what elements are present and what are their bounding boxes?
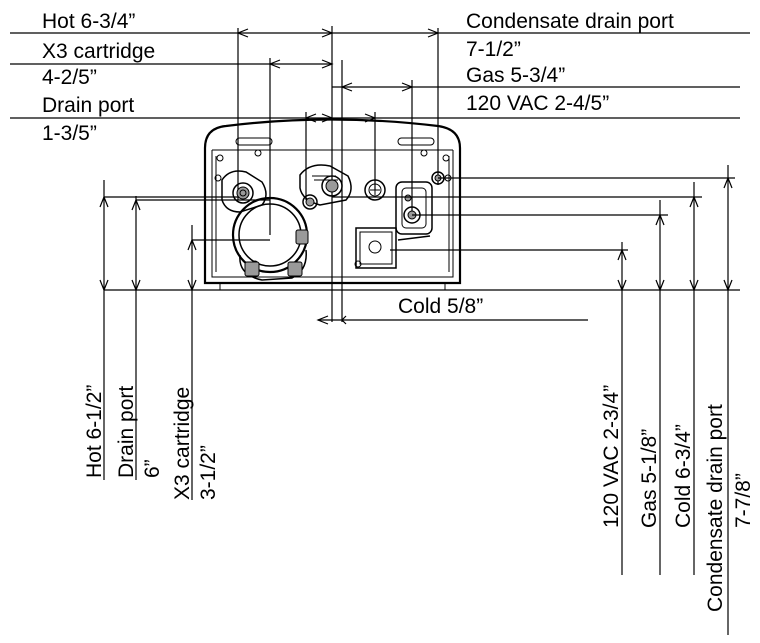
- cold-bottom-label: Cold 6-3/4”: [672, 424, 695, 528]
- condensate-top-value: 7-1/2”: [466, 38, 521, 61]
- vac-top-label: 120 VAC 2-4/5”: [466, 92, 609, 115]
- left-dimension-lines: [99, 180, 270, 500]
- hot-bottom-label: Hot 6-1/2”: [83, 385, 106, 478]
- vac-bottom-label: 120 VAC 2-3/4”: [600, 385, 623, 528]
- drain-port-top-label: Drain port: [42, 94, 134, 117]
- gas-and-cold-inlet: [299, 164, 352, 210]
- vac-port: [364, 179, 386, 201]
- condensate-top-label: Condensate drain port: [466, 10, 674, 33]
- left-rotated-labels: Hot 6-1/2” Drain port 6” X3 cartridge 3-…: [83, 385, 220, 500]
- drain-port-top-value: 1-3/5”: [42, 122, 97, 145]
- condensate-bottom-label: Condensate drain port: [704, 404, 727, 612]
- x3-cartridge-top-label: X3 cartridge: [42, 40, 155, 63]
- top-right-labels: Condensate drain port 7-1/2” Gas 5-3/4” …: [466, 10, 674, 115]
- x3-cartridge-bottom-label: X3 cartridge: [171, 387, 194, 500]
- x3-cartridge-bottom-value: 3-1/2”: [197, 445, 220, 500]
- right-rotated-labels: 120 VAC 2-3/4” Gas 5-1/8” Cold 6-3/4” Co…: [600, 385, 755, 612]
- drain-port-bottom-value: 6”: [141, 459, 164, 478]
- x3-cartridge-top-value: 4-2/5”: [42, 66, 97, 89]
- hot-water-outlet: [221, 170, 267, 213]
- condensate-drain-assembly: [395, 171, 445, 241]
- drain-port-bottom-label: Drain port: [115, 386, 138, 478]
- gas-top-label: Gas 5-3/4”: [466, 64, 565, 87]
- x3-cartridge: [231, 196, 309, 281]
- top-left-dimension-lines: [10, 26, 334, 322]
- condensate-bottom-value: 7-7/8”: [732, 473, 755, 528]
- bottom-outlet-box: [355, 227, 397, 269]
- cold-mid-label: Cold 5/8”: [398, 295, 483, 318]
- gas-bottom-label: Gas 5-1/8”: [638, 429, 661, 528]
- hot-top-label: Hot 6-3/4”: [42, 10, 135, 33]
- top-left-labels: Hot 6-3/4” X3 cartridge 4-2/5” Drain por…: [42, 10, 155, 145]
- right-dimension-lines: [104, 165, 740, 635]
